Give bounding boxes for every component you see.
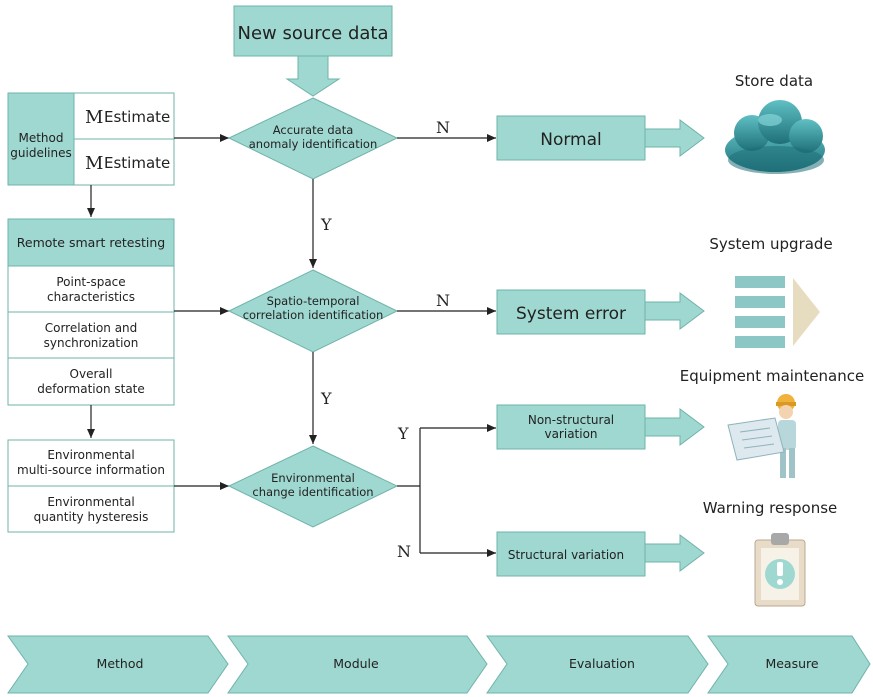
d3-line-1: Environmental [271,471,355,485]
warning-clipboard-icon [754,533,806,607]
remote-item-2: Correlation and [45,321,138,335]
d3-line-2: change identification [252,485,373,499]
source-block: New source data [233,5,393,97]
m-symbol-1: M [85,107,103,128]
cloud-icon [725,100,825,174]
stage-evaluation: Evaluation [569,656,635,671]
y-label-2: Y [320,389,332,408]
normal-label: Normal [540,130,602,150]
n-label-1: N [436,118,450,137]
y-label-3: Y [397,424,409,443]
remote-item-1b: characteristics [47,290,135,304]
method-guidelines-label: Method [18,131,63,145]
non-structural-line-1: Non-structural [528,413,614,427]
measure-warning-label: Warning response [703,499,838,517]
outcome-non-structural: Non-structural variation [496,404,705,450]
stage-method: Method [97,656,144,671]
d1-line-2: anomaly identification [249,137,377,151]
remote-item-3b: deformation state [37,382,145,396]
measure-maintenance-label: Equipment maintenance [680,367,864,385]
measure-store-label: Store data [735,72,813,90]
remote-item-1: Point-space [56,275,125,289]
stage-module-chevron [227,635,488,694]
stage-bar: Method Module Evaluation Measure [7,635,871,694]
non-structural-line-2: variation [544,427,597,441]
remote-item-2b: synchronization [44,336,139,350]
engineer-icon [727,394,796,478]
system-error-label: System error [516,304,626,324]
stage-evaluation-chevron [486,635,709,694]
structural-label: Structural variation [508,548,624,562]
n-label-2: N [436,291,450,310]
stage-measure-chevron [707,635,871,694]
stage-module: Module [333,656,379,671]
outcome-system-error: System error [496,289,705,335]
source-down-arrow [285,55,341,97]
d2-line-1: Spatio-temporal [267,294,360,308]
env-item-1b: multi-source information [17,463,165,477]
decision-spatio-temporal: Spatio-temporal correlation identificati… [227,269,399,353]
n-label-3: N [397,542,411,561]
stage-measure: Measure [765,656,818,671]
remote-item-3: Overall [70,367,113,381]
env-item-2: Environmental [47,495,134,509]
outcome-structural: Structural variation [496,531,705,577]
decision-accurate-anomaly: Accurate data anomaly identification [227,97,399,180]
d1-line-1: Accurate data [273,123,354,137]
estimate-2: Estimate [104,154,170,172]
d2-line-2: correlation identification [243,308,384,322]
env-item-1: Environmental [47,448,134,462]
remote-retesting-block: Remote smart retesting Point-space chara… [7,218,175,406]
y-label-1: Y [320,215,332,234]
list-upgrade-icon [735,276,820,348]
estimate-1: Estimate [104,108,170,126]
m-symbol-2: M [85,153,103,174]
outcome-normal: Normal [496,115,705,161]
stage-method-chevron [7,635,229,694]
env-item-2b: quantity hysteresis [34,510,149,524]
source-label: New source data [237,23,388,44]
environmental-block: Environmental multi-source information E… [7,439,175,533]
method-guidelines-label-2: guidelines [10,146,71,160]
decision-environmental-change: Environmental change identification [227,445,399,528]
measure-upgrade-label: System upgrade [709,235,832,253]
method-guidelines-block: Method guidelines M Estimate M Estimate [7,92,175,186]
remote-title: Remote smart retesting [17,235,165,250]
